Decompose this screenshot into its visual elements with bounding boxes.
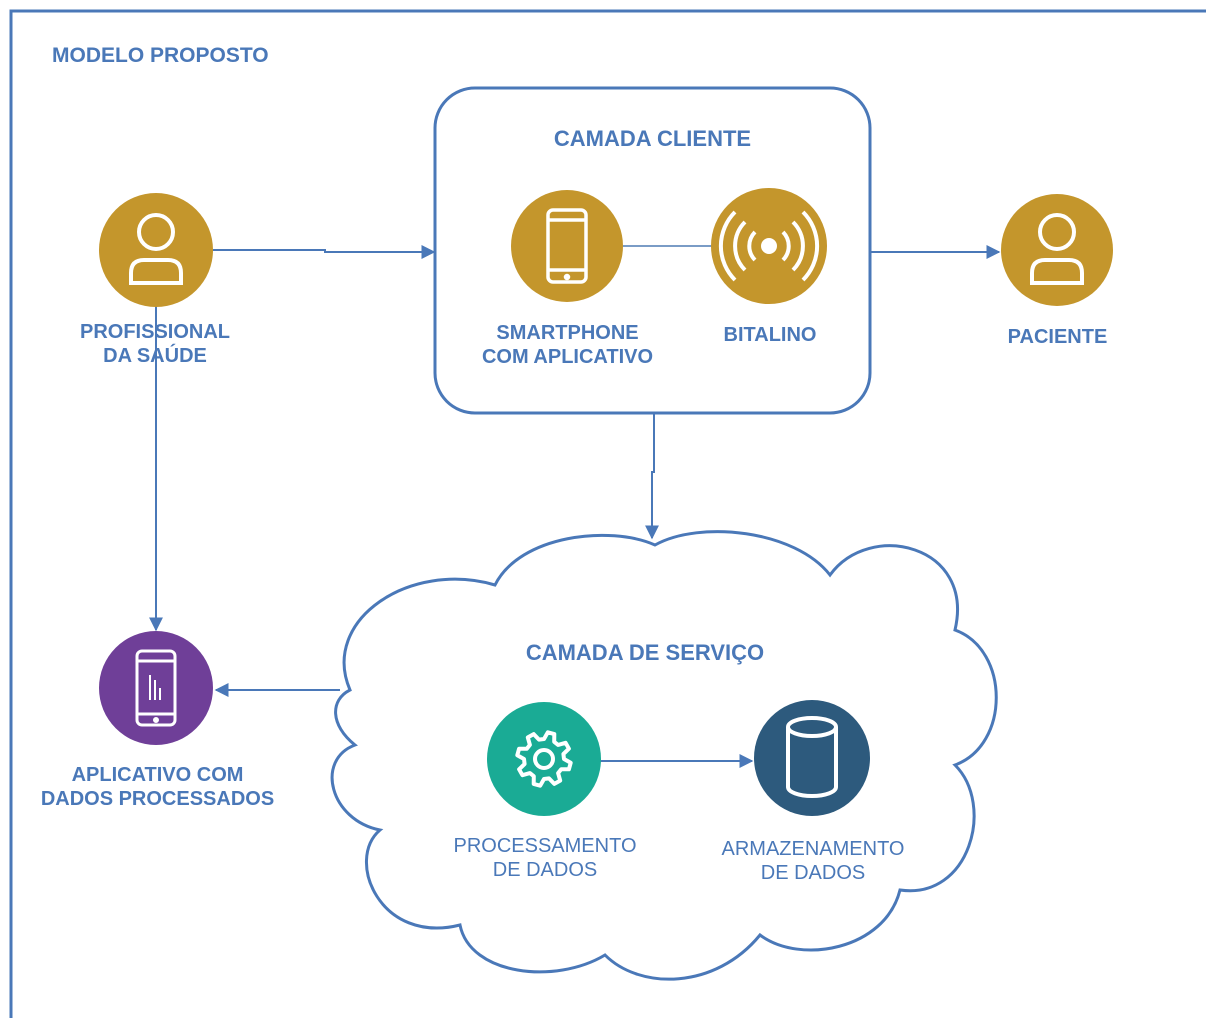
patient-node xyxy=(1001,194,1113,306)
label-line: APLICATIVO COM xyxy=(71,764,244,786)
page-title: MODELO PROPOSTO xyxy=(52,44,269,67)
patient-label: PACIENTE xyxy=(985,325,1130,349)
bitalino-node xyxy=(711,188,827,304)
smartphone-node xyxy=(511,190,623,302)
bitalino-label: BITALINO xyxy=(700,323,840,347)
storage-label: ARMAZENAMENTO DE DADOS xyxy=(698,837,928,885)
label-line: PROFISSIONAL xyxy=(79,321,230,343)
database-icon xyxy=(786,716,838,798)
label-line: DE DADOS xyxy=(760,862,866,884)
user-icon xyxy=(129,213,183,285)
health-professional-node xyxy=(99,193,213,307)
gear-icon xyxy=(515,730,573,788)
client-layer-title: CAMADA CLIENTE xyxy=(553,126,752,151)
label-line: PACIENTE xyxy=(1007,326,1108,348)
label-line: DA SAÚDE xyxy=(103,345,207,367)
smartphone-label: SMARTPHONE COM APLICATIVO xyxy=(455,321,680,369)
processed-app-node xyxy=(99,631,213,745)
user-icon xyxy=(1030,213,1084,285)
arrow-professional-to-client xyxy=(213,245,436,259)
label-line: COM APLICATIVO xyxy=(481,346,654,368)
label-line: DADOS PROCESSADOS xyxy=(40,788,275,810)
wireless-sensor-icon xyxy=(718,210,820,282)
outer-frame xyxy=(9,9,1206,1018)
arrow-client-to-service xyxy=(645,413,659,540)
label-line: PROCESSAMENTO xyxy=(453,835,637,857)
health-professional-label: PROFISSIONAL DA SAÚDE xyxy=(50,320,260,368)
service-layer-cloud xyxy=(330,530,998,981)
processing-node xyxy=(487,702,601,816)
label-line: SMARTPHONE xyxy=(496,322,639,344)
smartphone-icon xyxy=(546,208,588,284)
mobile-chart-icon xyxy=(135,649,177,727)
storage-node xyxy=(754,700,870,816)
label-line: DE DADOS xyxy=(492,859,598,881)
label-line: ARMAZENAMENTO xyxy=(721,838,905,860)
processing-label: PROCESSAMENTO DE DADOS xyxy=(430,834,660,882)
label-line: BITALINO xyxy=(723,324,817,346)
service-layer-title: CAMADA DE SERVIÇO xyxy=(525,640,765,665)
processed-app-label: APLICATIVO COM DADOS PROCESSADOS xyxy=(20,763,295,811)
